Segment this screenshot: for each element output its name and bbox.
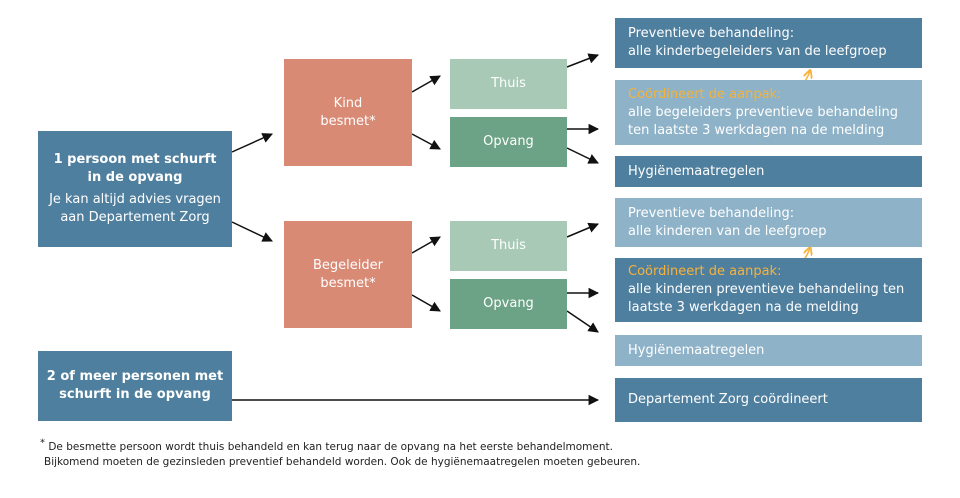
outcome-departement-zorg: Departement Zorg coördineert (615, 378, 922, 422)
opvang-box-begeleider: Opvang (450, 279, 567, 329)
r1-line1: Preventieve behandeling: (628, 26, 795, 41)
footnote-text-1: De besmette persoon wordt thuis behandel… (48, 441, 613, 453)
source-b-line2: schurft in de opvang (59, 387, 211, 402)
begeleider-besmet-box: Begeleider besmet* (284, 221, 412, 328)
kind-line2: besmet* (320, 113, 376, 129)
outcome-preventive-kinderbegeleiders: Preventieve behandeling: alle kinderbege… (615, 18, 922, 68)
arrow-begeleider-to-thuis (411, 236, 441, 254)
arrow-source-to-kind (231, 133, 273, 153)
footnote-line1: * De besmette persoon wordt thuis behand… (40, 437, 613, 454)
arrow-opvang1-to-r3 (566, 147, 599, 164)
footnote-text-2: Bijkomend moeten de gezinsleden preventi… (44, 456, 641, 468)
source-a-line1: 1 persoon met schurft (53, 152, 217, 167)
outcome-preventive-kinderen: Preventieve behandeling: alle kinderen v… (615, 198, 922, 247)
source-multiple-persons: 2 of meer personen met schurft in de opv… (38, 351, 232, 421)
thuis-box-begeleider: Thuis (450, 221, 567, 271)
r1-line2: alle kinderbegeleiders van de leefgroep (628, 44, 887, 59)
opvang-label: Opvang (483, 296, 534, 311)
arrow-thuis1-to-r1 (566, 53, 599, 68)
r2-coord: Coördineert de aanpak: (628, 86, 782, 102)
source-a-line2: in de opvang (87, 170, 183, 185)
source-b-line1: 2 of meer personen met (46, 369, 224, 384)
r7-text: Departement Zorg coördineert (628, 392, 828, 407)
outcome-hygiene-2: Hygiënemaatregelen (615, 335, 922, 366)
footnote-line2: Bijkomend moeten de gezinsleden preventi… (44, 455, 640, 469)
kind-besmet-box: Kind besmet* (284, 59, 412, 166)
thuis-label: Thuis (491, 238, 526, 253)
r5-line1: alle kinderen preventieve behandeling te… (628, 282, 905, 297)
source-a-line4: aan Departement Zorg (60, 210, 210, 225)
r2-line1: alle begeleiders preventieve behandeling (628, 104, 898, 120)
opvang-label: Opvang (483, 134, 534, 149)
outcome-hygiene-1: Hygiënemaatregelen (615, 156, 922, 187)
kind-line1: Kind (333, 95, 363, 111)
r3-text: Hygiënemaatregelen (628, 163, 765, 179)
arrow-kind-to-thuis (411, 75, 441, 93)
source-one-person: 1 persoon met schurft in de opvang Je ka… (38, 131, 232, 247)
arrow-opvang2-to-r6 (566, 310, 599, 333)
r4-line1: Preventieve behandeling: (628, 205, 795, 221)
begeleider-line1: Begeleider (313, 257, 383, 273)
r4-line2: alle kinderen van de leefgroep (628, 223, 827, 239)
r2-line2: ten laatste 3 werkdagen na de melding (628, 122, 885, 138)
outcome-coordinate-begeleiders: Coördineert de aanpak: alle begeleiders … (615, 80, 922, 145)
outcome-coordinate-kinderen: Coördineert de aanpak: alle kinderen pre… (615, 258, 922, 322)
r5-coord: Coördineert de aanpak: (628, 264, 782, 279)
arrow-kind-to-opvang (411, 133, 441, 150)
r5-line2: laatste 3 werkdagen na de melding (628, 300, 859, 315)
source-a-line3: Je kan altijd advies vragen (49, 192, 221, 207)
thuis-box-kind: Thuis (450, 59, 567, 109)
opvang-box-kind: Opvang (450, 117, 567, 167)
thuis-label: Thuis (491, 76, 526, 91)
arrow-source-to-begeleider (231, 221, 273, 242)
arrow-thuis2-to-r4 (566, 222, 599, 238)
r6-text: Hygiënemaatregelen (628, 342, 765, 358)
footnote-star: * (40, 437, 45, 449)
arrow-begeleider-to-opvang (411, 294, 441, 312)
begeleider-line2: besmet* (320, 275, 376, 291)
